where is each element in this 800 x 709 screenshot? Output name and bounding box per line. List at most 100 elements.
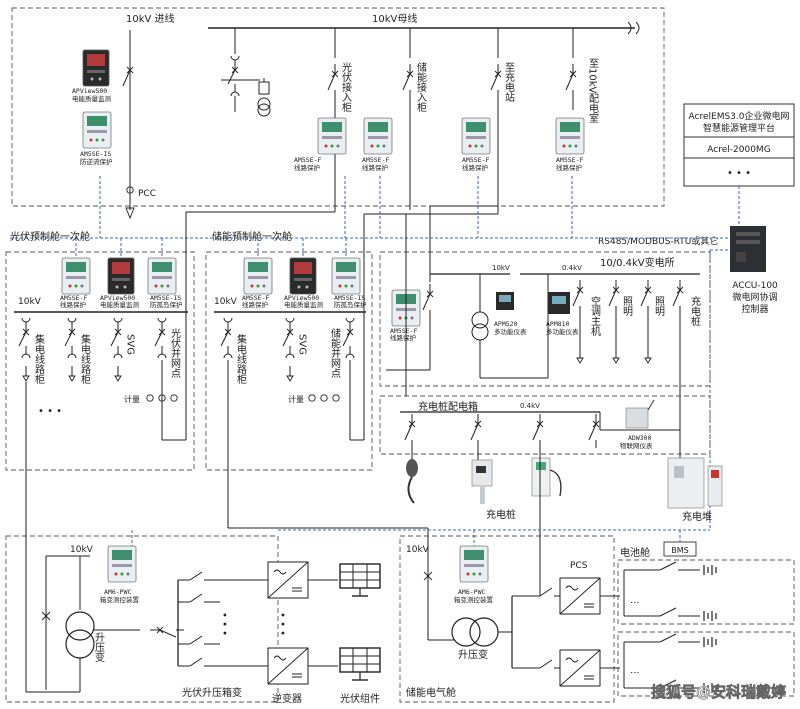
svg-text:RS485/MODBUS-RTU或其它: RS485/MODBUS-RTU或其它: [598, 235, 718, 247]
svg-text:充电桩: 充电桩: [486, 508, 516, 521]
svg-text:充电堆: 充电堆: [682, 510, 712, 523]
svg-text:箱变测控装置: 箱变测控装置: [454, 595, 494, 604]
svg-text:AM5SE-IS: AM5SE-IS: [80, 150, 111, 158]
charger-pile-2: [531, 457, 562, 497]
svg-text:AM5SE-F: AM5SE-F: [362, 156, 389, 164]
svg-text:0.4kV: 0.4kV: [520, 402, 540, 410]
battery-cabin: 电池舱 BMS ⋮ ⋮: [131, 529, 795, 697]
svg-text:AM5SE-F: AM5SE-F: [294, 156, 321, 164]
svg-text:至充电站: 至充电站: [503, 62, 515, 103]
svg-text:电池舱: 电池舱: [620, 546, 650, 559]
svg-text:照明: 照明: [653, 296, 665, 317]
ems-platform: AcrelEMS3.0企业微电网 智慧能源管理平台 Acrel-2000MG •…: [10, 103, 795, 530]
svg-text:SVG: SVG: [125, 334, 136, 355]
pt-symbol: [257, 97, 271, 111]
svg-text:AM5SE-F: AM5SE-F: [60, 294, 87, 302]
svg-text:照明: 照明: [621, 296, 633, 317]
svg-text:Acrel-2000MG: Acrel-2000MG: [707, 145, 770, 155]
svg-text:光伏预制舱一次舱: 光伏预制舱一次舱: [10, 230, 90, 243]
svg-text:SVG: SVG: [297, 334, 308, 355]
svg-text:线路保护: 线路保护: [462, 163, 488, 172]
storage-transformer: [451, 617, 481, 647]
svg-text:APView500: APView500: [284, 294, 319, 302]
am5se-is-top: AM5SE-IS 防逆流保护: [80, 111, 113, 166]
top-boundary: [11, 7, 665, 207]
svg-text:充电桩: 充电桩: [689, 295, 701, 327]
svg-text:光伏并网点: 光伏并网点: [169, 327, 181, 379]
svg-text:BMS: BMS: [671, 546, 688, 555]
svg-text:0.4kV: 0.4kV: [562, 264, 582, 272]
svg-text:至10kV配电室: 至10kV配电室: [587, 58, 599, 124]
watermark: 搜狐号@安科瑞戴婷: [651, 683, 786, 701]
charger-pile-1: [471, 459, 493, 504]
top-section: 10kV 进线 10kV母线 PCC APView500 电能质量监测 AM5S…: [11, 7, 665, 220]
svg-text:微电网协调: 微电网协调: [732, 291, 777, 303]
svg-text:10kV: 10kV: [18, 297, 42, 307]
svg-text:电能质量监测: 电能质量监测: [100, 300, 140, 309]
svg-text:10kV: 10kV: [492, 264, 510, 272]
storage-prefab-cabin: 储能预制舱一次舱 AM5SE-F 线路保护 APView500 电能质量监测 A…: [205, 213, 429, 565]
svg-text:储能并网点: 储能并网点: [329, 327, 341, 379]
svg-text:ACCU-100: ACCU-100: [732, 281, 778, 291]
svg-text:⋮: ⋮: [629, 598, 639, 607]
grid-arrow: [125, 207, 135, 220]
svg-text:AM5SE-F: AM5SE-F: [242, 294, 269, 302]
svg-text:智慧能源管理平台: 智慧能源管理平台: [703, 122, 775, 134]
svg-text:AcrelEMS3.0企业微电网: AcrelEMS3.0企业微电网: [689, 110, 790, 122]
svg-text:储能接入柜: 储能接入柜: [415, 61, 427, 113]
svg-text:APM810: APM810: [546, 320, 570, 328]
svg-text:多功能仪表: 多功能仪表: [494, 327, 527, 336]
svg-text:物联网仪表: 物联网仪表: [620, 441, 653, 450]
svg-text:计量: 计量: [124, 394, 140, 404]
svg-text:AM5SE-F: AM5SE-F: [556, 156, 583, 164]
sub-transformer: [471, 311, 489, 329]
svg-text:⋮: ⋮: [629, 668, 639, 677]
apview-top: APView500 电能质量监测: [72, 49, 112, 103]
svg-text:空调主机: 空调主机: [589, 295, 601, 337]
svg-text:AM5SE-F: AM5SE-F: [462, 156, 489, 164]
substation-block: 10/0.4kV变电所 10kV 0.4kV AM5SE-F 线路保护 APM5…: [379, 205, 711, 430]
svg-text:集电线路柜: 集电线路柜: [79, 333, 91, 385]
svg-text:PCS: PCS: [570, 561, 588, 571]
substation-feeder: 至10kV配电室 AM5SE-F 线路保护: [555, 28, 599, 172]
svg-text:线路保护: 线路保护: [556, 163, 582, 172]
svg-text:AM6-PWC: AM6-PWC: [458, 588, 485, 596]
charging-box: 充电桩配电箱 0.4kV ADW300 物联网仪表: [379, 206, 723, 523]
svg-text:AM5SE-F: AM5SE-F: [390, 327, 417, 335]
svg-text:储能电气舱: 储能电气舱: [406, 686, 456, 699]
svg-text:ADW300: ADW300: [628, 434, 652, 442]
svg-text:多功能仪表: 多功能仪表: [546, 327, 579, 336]
svg-text:充电桩配电箱: 充电桩配电箱: [418, 400, 478, 413]
svg-text:10/0.4kV变电所: 10/0.4kV变电所: [600, 256, 675, 269]
svg-text:线路保护: 线路保护: [60, 300, 86, 309]
adw300: ADW300 物联网仪表: [620, 399, 655, 450]
charger-plug: [406, 459, 418, 504]
svg-text:集电线路柜: 集电线路柜: [235, 333, 247, 385]
svg-text:• • •: • • •: [277, 612, 288, 636]
incoming-label: 10kV 进线: [126, 12, 175, 25]
svg-text:线路保护: 线路保护: [294, 163, 320, 172]
svg-text:集电线路柜: 集电线路柜: [33, 333, 45, 385]
svg-text:10kV: 10kV: [214, 297, 238, 307]
svg-text:APM520: APM520: [494, 320, 518, 328]
apm810: APM810 多功能仪表: [546, 292, 579, 336]
svg-text:10kV: 10kV: [406, 545, 430, 555]
busbar-break: [627, 21, 640, 35]
svg-text:• • •: • • •: [219, 612, 230, 636]
svg-text:AM5SE-IS: AM5SE-IS: [334, 294, 365, 302]
svg-text:逆变器: 逆变器: [272, 692, 302, 705]
charging-feeder: 至充电站 AM5SE-F 线路保护: [461, 28, 515, 206]
svg-text:APView500: APView500: [100, 294, 135, 302]
svg-text:箱变测控装置: 箱变测控装置: [100, 595, 140, 604]
storage-access-feeder: 储能接入柜 AM5SE-F 线路保护: [362, 28, 427, 210]
svg-text:• • •: • • •: [38, 406, 62, 417]
charging-stack: [667, 457, 723, 509]
svg-text:升压变: 升压变: [93, 632, 105, 663]
svg-text:APView500: APView500: [72, 87, 107, 95]
svg-text:储能预制舱一次舱: 储能预制舱一次舱: [212, 230, 292, 243]
svg-text:AM6-PWC: AM6-PWC: [104, 588, 131, 596]
svg-text:• • •: • • •: [727, 168, 751, 179]
svg-text:10kV: 10kV: [70, 545, 94, 555]
accu-100-device: [730, 226, 766, 272]
